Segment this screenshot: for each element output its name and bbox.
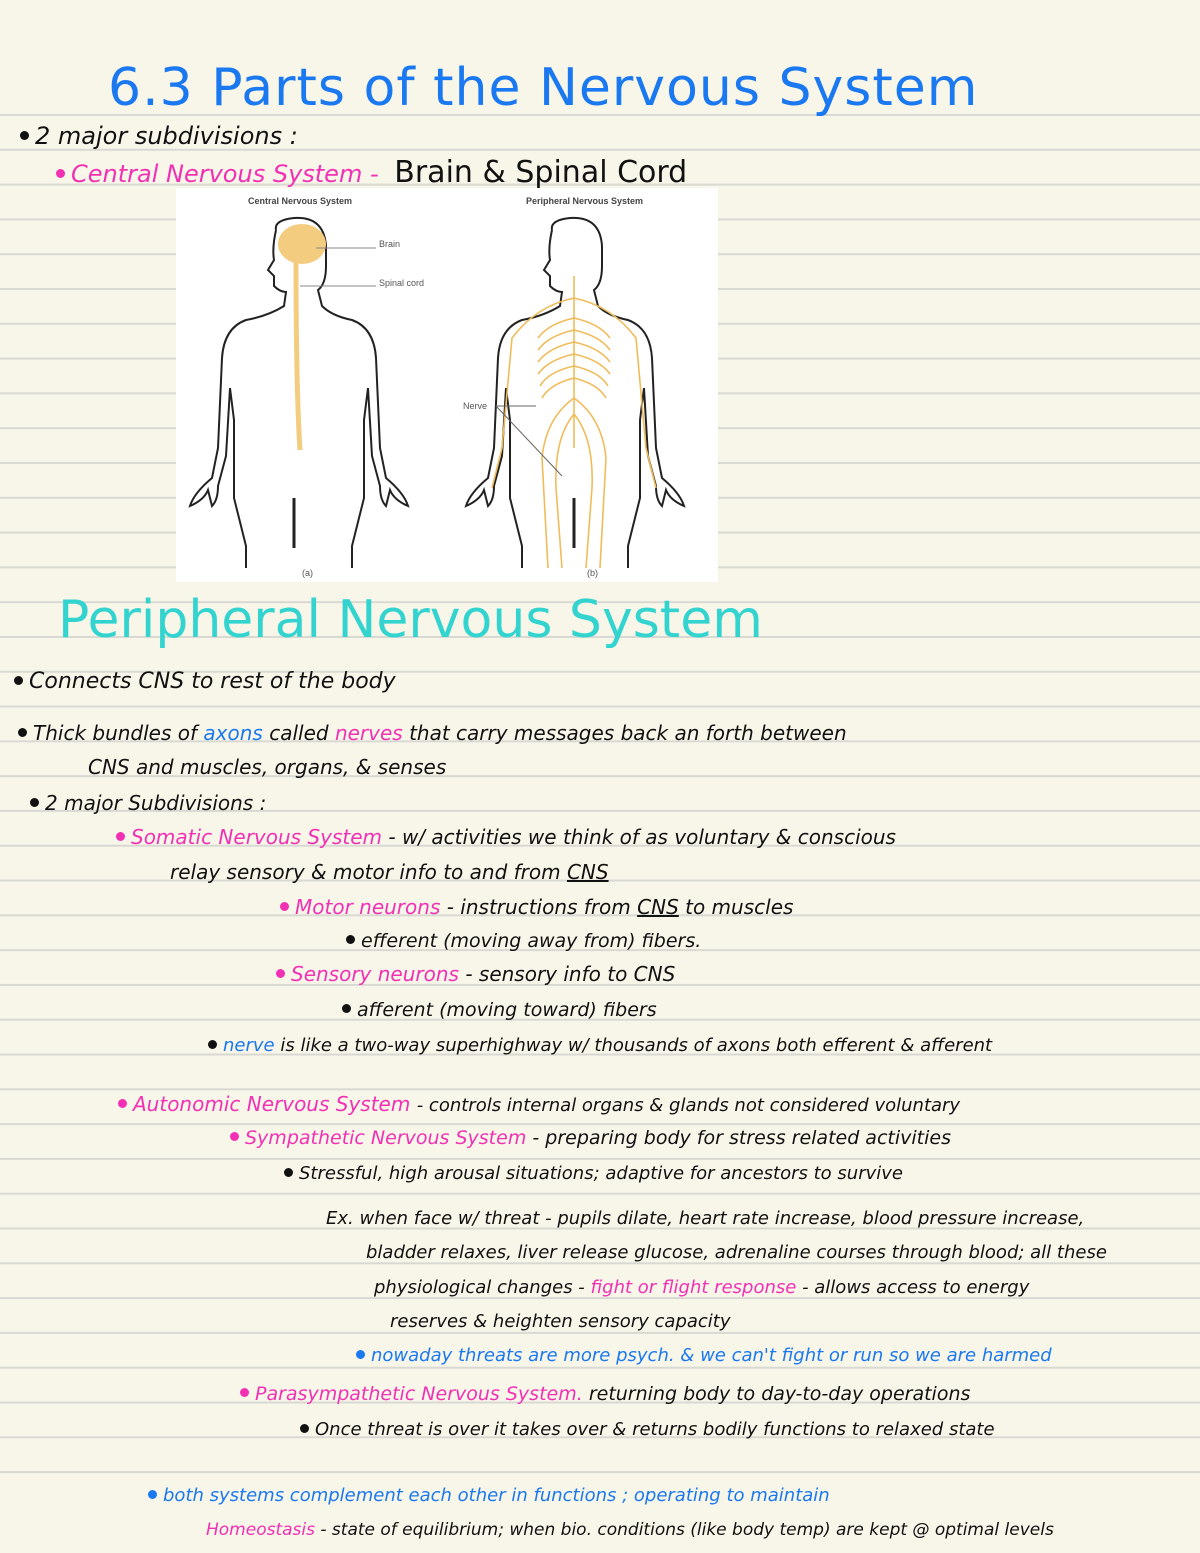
- autonomic-term: Autonomic Nervous System: [133, 1092, 411, 1116]
- cns-term: Central Nervous System -: [71, 160, 379, 188]
- top-margin: [0, 0, 1200, 116]
- pns-body-outline: [464, 216, 686, 568]
- brain-label: Brain: [379, 239, 401, 249]
- bullet-icon: [56, 168, 65, 178]
- parasympathetic-term: Parasympathetic Nervous System.: [255, 1383, 583, 1405]
- cns-body-outline: [188, 216, 410, 568]
- nerve-term: nerve: [223, 1035, 275, 1056]
- nerve-label: Nerve: [463, 401, 488, 411]
- bullet-icon: [230, 1132, 239, 1141]
- pns-bullet-2-cont: CNS and muscles, organs, & senses: [88, 755, 447, 779]
- bullet-icon: [18, 728, 27, 737]
- bullet-icon: [276, 969, 285, 978]
- efferent-line: efferent (moving away from) fibers.: [346, 932, 701, 951]
- bullet-icon: [240, 1388, 249, 1397]
- example-line-3: physiological changes - fight or flight …: [374, 1277, 1030, 1298]
- motor-line: Motor neurons - instructions from CNS to…: [280, 897, 793, 917]
- page-title: 6.3 Parts of the Nervous System: [108, 58, 979, 118]
- body-diagrams-svg: [188, 216, 686, 569]
- example-line-1: Ex. when face w/ threat - pupils dilate,…: [326, 1208, 1085, 1229]
- homeostasis-line: Homeostasis - state of equilibrium; when…: [206, 1520, 1054, 1540]
- cns-definition: Brain & Spinal Cord: [394, 155, 688, 190]
- bullet-icon: [30, 798, 39, 807]
- homeostasis-term: Homeostasis: [206, 1520, 315, 1540]
- nerve-network: [491, 276, 657, 569]
- bottom-margin: [0, 1474, 1200, 1553]
- parasympathetic-line: Parasympathetic Nervous System. returnin…: [240, 1385, 970, 1404]
- fight-or-flight-term: fight or flight response: [590, 1277, 797, 1298]
- somatic-line: Somatic Nervous System - w/ activities w…: [116, 827, 896, 847]
- figure-b-title: Peripheral Nervous System: [526, 196, 644, 206]
- nerve-line: nerve is like a two-way superhighway w/ …: [208, 1037, 992, 1055]
- sensory-term: Sensory neurons: [291, 962, 459, 986]
- intro-bullet: 2 major subdivisions :: [20, 124, 298, 148]
- nerves-term: nerves: [334, 721, 403, 745]
- sensory-line: Sensory neurons - sensory info to CNS: [276, 964, 675, 984]
- sympathetic-line: Sympathetic Nervous System - preparing b…: [230, 1129, 951, 1148]
- nervous-system-figure: Central Nervous System Peripheral Nervou…: [176, 188, 718, 582]
- both-systems-line: both systems complement each other in fu…: [148, 1487, 830, 1505]
- pns-bullet-2: Thick bundles of axons called nerves tha…: [18, 723, 847, 743]
- autonomic-line: Autonomic Nervous System - controls inte…: [118, 1094, 960, 1115]
- bullet-icon: [148, 1489, 157, 1499]
- figure-a-caption: (a): [302, 568, 313, 578]
- bullet-icon: [346, 935, 355, 944]
- bullet-icon: [118, 1099, 127, 1108]
- figure-a-title: Central Nervous System: [248, 196, 353, 206]
- motor-term: Motor neurons: [295, 895, 441, 919]
- afferent-line: afferent (moving toward) fibers: [342, 1001, 657, 1020]
- spinal-cord-shape: [293, 257, 303, 451]
- bullet-icon: [356, 1349, 365, 1359]
- sympathetic-bullet: Stressful, high arousal situations; adap…: [284, 1165, 903, 1183]
- sympathetic-term: Sympathetic Nervous System: [245, 1127, 527, 1149]
- bullet-icon: [20, 130, 29, 140]
- bullet-icon: [280, 902, 289, 911]
- somatic-cont: relay sensory & motor info to and from C…: [170, 860, 609, 884]
- parasympathetic-bullet: Once threat is over it takes over & retu…: [300, 1421, 995, 1439]
- pns-bullet-1: Connects CNS to rest of the body: [14, 671, 396, 693]
- axons-term: axons: [203, 721, 263, 745]
- bullet-icon: [116, 832, 125, 841]
- pns-heading: Peripheral Nervous System: [58, 590, 763, 650]
- bullet-icon: [14, 675, 23, 685]
- bullet-icon: [300, 1423, 309, 1433]
- figure-b-caption: (b): [587, 568, 598, 578]
- spinal-cord-label: Spinal cord: [379, 278, 425, 288]
- cns-line: Central Nervous System - Brain & Spinal …: [56, 158, 687, 188]
- bullet-icon: [342, 1004, 351, 1013]
- bullet-icon: [284, 1167, 293, 1177]
- bullet-icon: [208, 1039, 217, 1049]
- example-line-4: reserves & heighten sensory capacity: [390, 1311, 731, 1332]
- somatic-term: Somatic Nervous System: [131, 825, 383, 849]
- modern-threats-line: nowaday threats are more psych. & we can…: [356, 1347, 1052, 1365]
- pns-bullet-3: 2 major Subdivisions :: [30, 793, 266, 813]
- brain-shape: [278, 224, 326, 264]
- example-line-2: bladder relaxes, liver release glucose, …: [366, 1242, 1107, 1263]
